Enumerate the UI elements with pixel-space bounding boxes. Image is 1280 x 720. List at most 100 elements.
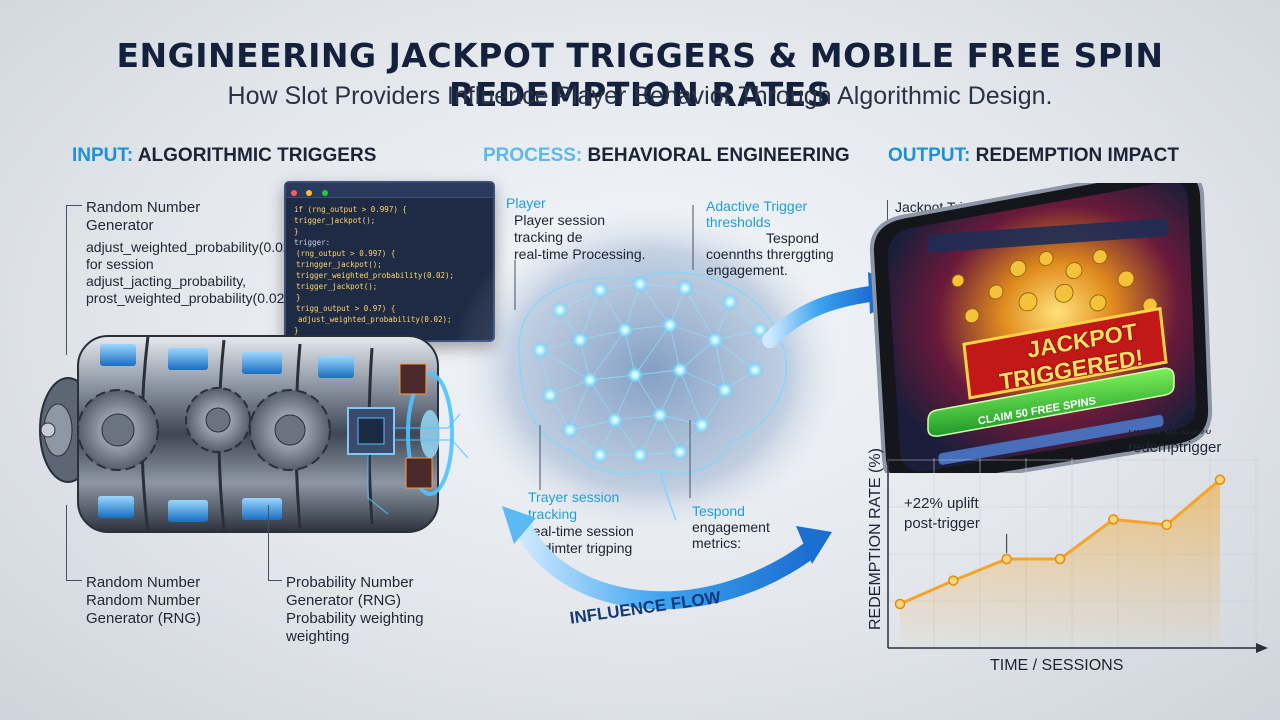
code-line: (rng_output > 0.997) { [296, 249, 396, 258]
brain-node [561, 421, 579, 439]
brain-link [679, 369, 703, 426]
brain-node [616, 321, 634, 339]
brain-node [716, 381, 734, 399]
brain-node [626, 366, 644, 384]
brain-node [631, 275, 649, 293]
rng-bottom-line3: Generator (RNG) [86, 610, 202, 627]
adaptive-callout: Adactive Trigger thresholds Tespond coen… [706, 198, 834, 278]
trayer-title-line1: Trayer session [528, 489, 620, 505]
slot-reel-machine [39, 335, 469, 533]
rng-code-line1: adjust_weighted_probability(0.02); [86, 239, 300, 255]
section-output-heading: OUTPUT: REDEMPTION IMPACT [888, 145, 1179, 167]
upper-flow-arrow [762, 286, 878, 348]
rng-code-line4: prost_weighted_probability(0.02); [86, 290, 294, 306]
rng-callout-title: Random Number Generator [86, 199, 200, 235]
smartphone: JACKPOT TRIGGERED! CLAIM 50 FREE SPINS [869, 183, 1213, 473]
brain-outline [518, 271, 788, 475]
chart-point [1001, 553, 1012, 565]
player-text-line2: tracking de [514, 229, 583, 245]
brain-node [571, 331, 589, 349]
player-bullet: Player [506, 195, 546, 211]
lower-arrowtail-icon [502, 506, 536, 544]
section-output-label: REDEMPTION IMPACT [975, 145, 1179, 166]
reel-gear-icon [249, 389, 331, 471]
brain-link [589, 329, 626, 381]
chart-point [894, 598, 906, 610]
tespond-callout: Tespond engagement metrics: [692, 503, 770, 551]
prob-bottom-callout: Probability Number Generator (RNG) Proba… [286, 574, 424, 646]
brain-node [551, 301, 569, 319]
maximize-dot-icon [321, 190, 328, 196]
code-line: if (rng_output > 0.997) { [294, 205, 407, 214]
brain-glow [450, 200, 850, 540]
uplift-annotation-line2: post-trigger [904, 515, 980, 532]
chart-x-axis-label: TIME / SESSIONS [990, 657, 1123, 674]
phone-status-bar [928, 218, 1168, 253]
brain-node [706, 331, 724, 349]
page-title: ENGINEERING JACKPOT TRIGGERS & MOBILE FR… [116, 36, 1164, 114]
rng-bottom-line2: Random Number [86, 592, 201, 609]
adaptive-title-line1: Adactive Trigger [706, 198, 808, 214]
rng-callout-leader [66, 205, 67, 355]
section-process-label: BEHAVIORAL ENGINEERING [587, 145, 850, 166]
chart-point [948, 575, 959, 586]
brain-link [684, 287, 716, 341]
code-line: } [296, 293, 301, 302]
rng-bottom-leader-tick [66, 580, 82, 581]
peak-annotation-line1: peak at 89% [1128, 430, 1211, 438]
code-line: tringger_jackpot(); [296, 260, 382, 269]
tespond-text-line1: engagement [692, 519, 770, 535]
adaptive-text-line3: engagement. [706, 262, 788, 278]
brain-node [661, 316, 679, 334]
brain-stem [659, 469, 677, 521]
brain-link [634, 324, 671, 376]
minimize-dot-icon [306, 190, 313, 196]
brain-link [539, 349, 591, 381]
tespond-text-line2: metrics: [692, 535, 741, 551]
player-callout: Player Player session tracking de real-t… [506, 195, 646, 263]
redemption-chart: REDEMPTION RATE (%) TIME / SESSIONS +22%… [867, 430, 1268, 674]
section-input-heading: INPUT: ALGORITHMIC TRIGGERS [72, 145, 376, 167]
prob-bottom-line1: Probability Number [286, 574, 414, 591]
prob-bottom-line2: Generator (RNG) [286, 592, 402, 609]
rng-bottom-callout: Random Number Random Number Generator (R… [86, 574, 201, 628]
glowing-end-ring-icon [399, 363, 454, 496]
code-line: trigger_jackpot(); [296, 282, 378, 291]
chart-point [1054, 553, 1066, 565]
rng-callout-code: adjust_weighted_probability(0.02); for s… [86, 239, 299, 307]
section-input-key: INPUT: [72, 145, 134, 166]
rng-bottom-leader [66, 505, 67, 580]
rng-code-line3: adjust_jacting_probability, [86, 273, 247, 289]
brain-node [651, 406, 669, 424]
adaptive-text-line2: coennths threrggting [706, 246, 834, 262]
section-process-heading: PROCESS: BEHAVIORAL ENGINEERING [483, 145, 850, 167]
chart-point [1214, 474, 1226, 486]
section-process-key: PROCESS: [483, 145, 583, 166]
brain-node [671, 443, 689, 461]
rng-callout-title-line2: Generator [86, 217, 154, 234]
rng-code-line2: for session [86, 256, 154, 272]
prob-bottom-line4: weighting [286, 628, 350, 645]
brain-node [746, 361, 764, 379]
close-dot-icon [291, 190, 297, 196]
prob-bottom-leader-tick [268, 580, 282, 581]
code-window-titlebar [286, 183, 493, 198]
circuit-traces [367, 413, 469, 515]
chart-point [1161, 519, 1172, 531]
tespond-title: Tespond [692, 503, 745, 519]
prob-bottom-line3: Probability weighting [286, 610, 424, 627]
brain-node [676, 279, 694, 297]
lower-arrowhead-icon [796, 526, 832, 564]
brain-node [541, 386, 559, 404]
code-line: } [294, 227, 299, 236]
brain-node [693, 416, 711, 434]
reel-gear-icon [77, 389, 159, 471]
chart-y-axis-label: REDEMPTION RATE (%) [867, 448, 884, 630]
chart-points [894, 474, 1226, 610]
prob-bottom-leader [268, 505, 269, 580]
left-end-gear-icon [39, 377, 97, 483]
brain-node [631, 446, 649, 464]
reel-symbol-panels [98, 344, 354, 522]
player-text-line3: real-time Processing. [514, 246, 646, 262]
x-axis-arrow-icon [1256, 643, 1268, 653]
